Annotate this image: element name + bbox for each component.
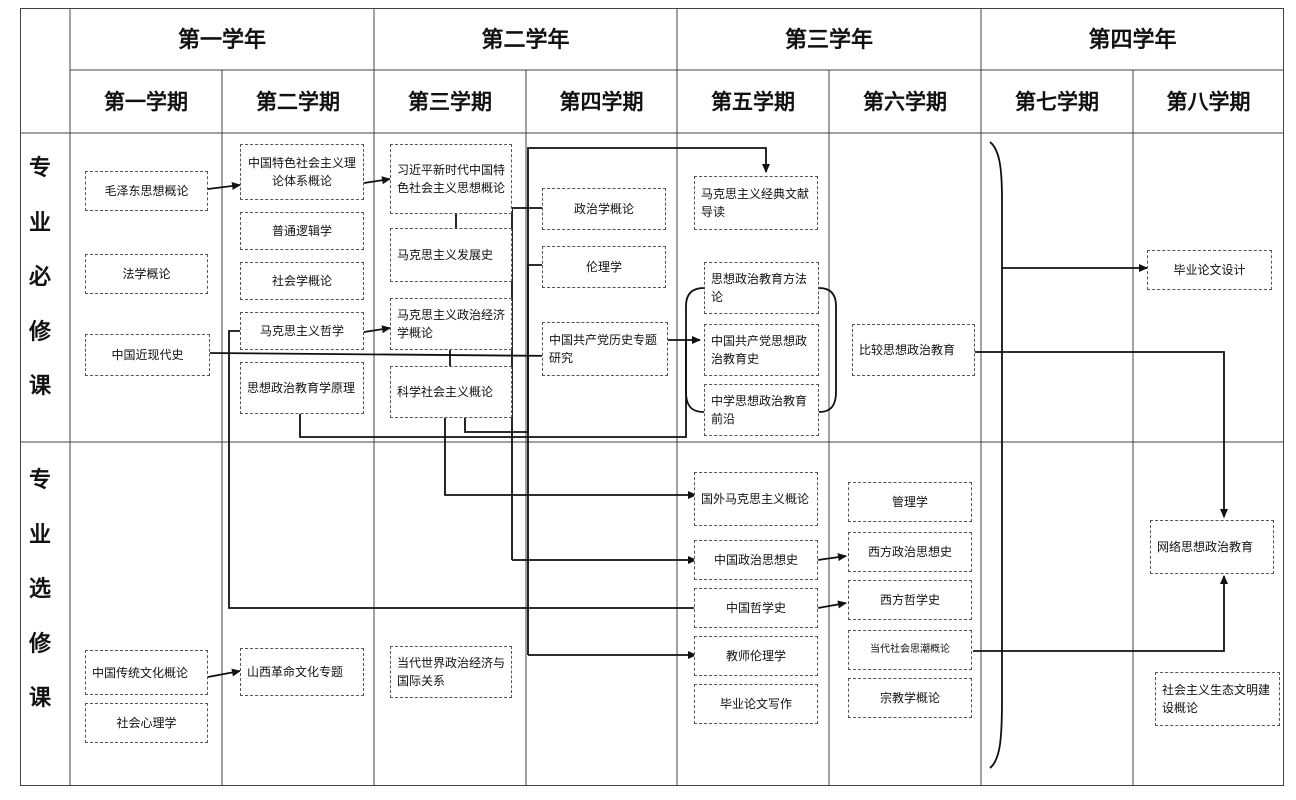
course-fazue: 法学概论: [85, 254, 208, 294]
arrow-tese-to-xjp: [363, 176, 391, 185]
arrow-jindaishi-to-dangshi: [209, 351, 563, 360]
semester-2-header: 第二学期: [256, 89, 340, 114]
course-lunlixue: 伦理学: [542, 246, 666, 288]
course-makesi-fazhan: 马克思主义发展史: [390, 228, 512, 282]
course-dangdai-shijie: 当代世界政治经济与国际关系: [390, 646, 512, 698]
course-shanxi-geming: 山西革命文化专题: [240, 648, 364, 696]
course-xifang-zhexue: 西方哲学史: [848, 580, 972, 620]
line-zhengzhixue-branch: [511, 207, 542, 560]
semester-3-header: 第三学期: [408, 89, 492, 114]
arrow-chuantong-to-shanxi: [207, 668, 241, 678]
course-jiaoshi-lunli: 教师伦理学: [694, 636, 818, 676]
course-luoji: 普通逻辑学: [240, 212, 364, 250]
course-zhengzhi-sixiangshi: 中国政治思想史: [694, 540, 818, 580]
course-shehui-xinli: 社会心理学: [85, 703, 208, 743]
semester-8-header: 第八学期: [1166, 89, 1251, 114]
required-courses-label: 专 业 必 修 课: [28, 155, 51, 399]
course-kexue-shehui: 科学社会主义概论: [390, 366, 512, 418]
arrow-bijiao-to-wangluo: [975, 351, 1228, 518]
course-zongjiao: 宗教学概论: [848, 678, 972, 718]
year-4-header: 第四学年: [1088, 27, 1177, 53]
arrow-zhexue-to-zhengjing: [363, 325, 391, 334]
course-bijiao-szjy: 比较思想政治教育: [852, 324, 975, 376]
course-dangdai-sichao: 当代社会思潮概论: [848, 630, 972, 670]
course-makesi-jingdian: 马克思主义经典文献导读: [694, 176, 818, 230]
course-szjy-fangfa: 思想政治教育方法论: [704, 262, 819, 314]
arrow-mzd-to-tese: [207, 182, 241, 190]
elective-courses-label: 专 业 选 修 课: [28, 467, 51, 711]
arrow-zhexue-to-zhexueshi: [228, 330, 711, 612]
year-2-header: 第二学年: [481, 27, 570, 53]
course-makesi-zhexue: 马克思主义哲学: [240, 312, 364, 350]
brace-right-szjy: [818, 287, 837, 413]
course-biye-sheji: 毕业论文设计: [1147, 250, 1272, 290]
big-brace-semester7: [989, 141, 1003, 769]
semester-5-header: 第五学期: [711, 89, 795, 114]
course-makesi-zhengjing: 马克思主义政治经济学概论: [390, 298, 512, 350]
year-3-header: 第三学年: [784, 27, 873, 53]
course-guowai-makesi: 国外马克思主义概论: [694, 472, 818, 526]
arrow-zhengzhi-to-xifang: [817, 553, 847, 562]
brace-left-szjy: [685, 287, 705, 413]
arrow-zhexueshi-to-xifang: [817, 600, 847, 609]
course-shengtai-wenming: 社会主义生态文明建设概论: [1155, 672, 1280, 726]
course-wangluo-szjy: 网络思想政治教育: [1150, 520, 1274, 574]
line-lunlixue-branch: [527, 264, 542, 655]
course-biye-xiezuo: 毕业论文写作: [694, 684, 818, 724]
course-tese-theory: 中国特色社会主义理论体系概论: [240, 144, 364, 200]
course-szjy-yuanli: 思想政治教育学原理: [240, 362, 364, 414]
arrow-sichao-to-wangluo: [973, 575, 1228, 652]
semester-4-header: 第四学期: [559, 89, 644, 114]
semester-6-header: 第六学期: [863, 89, 947, 114]
course-zhexueshi: 中国哲学史: [694, 588, 818, 628]
course-shehuixue: 社会学概论: [240, 262, 364, 300]
course-xjp-thought: 习近平新时代中国特色社会主义思想概论: [390, 144, 512, 214]
course-guanlixue: 管理学: [848, 482, 972, 522]
semester-1-header: 第一学期: [104, 89, 188, 114]
course-zhengzhixue: 政治学概论: [542, 188, 666, 230]
arrow-kexue-to-guowai: [444, 410, 697, 499]
course-jindaishi: 中国近现代史: [85, 334, 210, 376]
course-maozedong: 毛泽东思想概论: [85, 171, 208, 211]
year-1-header: 第一学年: [177, 27, 266, 53]
course-chuantong-wenhua: 中国传统文化概论: [85, 650, 208, 695]
course-zhongxue-szjy: 中学思想政治教育前沿: [704, 384, 819, 436]
course-szjy-shi: 中国共产党思想政治教育史: [704, 324, 819, 376]
semester-7-header: 第七学期: [1015, 89, 1099, 114]
course-dangshi: 中国共产党历史专题研究: [542, 322, 668, 376]
course-xifang-zhengzhi: 西方政治思想史: [848, 532, 972, 572]
